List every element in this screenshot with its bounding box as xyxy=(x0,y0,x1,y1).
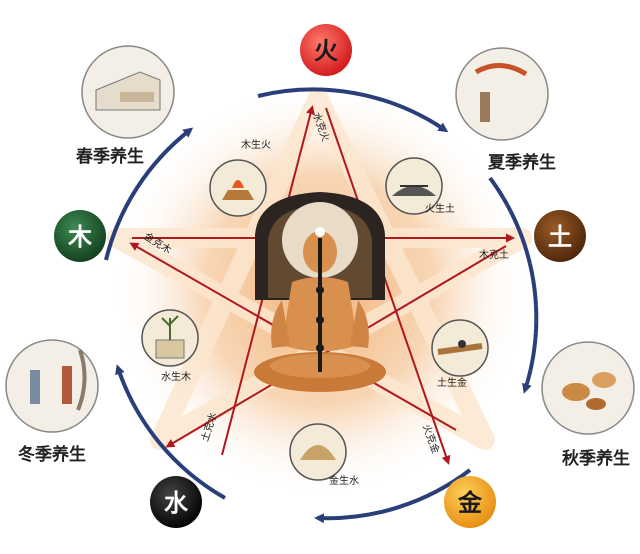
cycle-arrow-water-wood xyxy=(115,364,226,500)
vignette-metal-water xyxy=(289,423,347,481)
element-metal: 金 xyxy=(444,476,496,528)
element-water-circle xyxy=(150,476,202,528)
season-label-summer: 夏季养生 xyxy=(488,152,556,173)
season-label-winter: 冬季养生 xyxy=(18,444,86,465)
meditating-figure xyxy=(254,192,386,392)
element-fire: 火 xyxy=(300,24,352,76)
cycle-arrow-earth-metal xyxy=(488,176,539,394)
season-image-winter xyxy=(5,339,99,433)
element-water: 水 xyxy=(150,476,202,528)
cycle-arrow-metal-water xyxy=(314,468,472,524)
arrow-fire-metal xyxy=(325,107,451,465)
vignette-wood-fire xyxy=(209,159,267,217)
label-water-wood: 水生木 xyxy=(161,370,191,383)
element-earth-circle xyxy=(534,210,586,262)
label-metal-water: 金生水 xyxy=(329,474,359,487)
cycle-arrow-wood-fire xyxy=(104,127,194,261)
label-wood-fire: 木生火 xyxy=(241,138,271,151)
season-image-spring xyxy=(81,45,175,139)
element-fire-label: 火 xyxy=(314,36,338,65)
season-label-autumn: 秋季养生 xyxy=(562,448,630,469)
cycle-arrow-fire-earth xyxy=(257,87,449,133)
label-earth-metal: 土生金 xyxy=(437,376,467,389)
vignette-water-wood xyxy=(141,309,199,367)
vignette-earth-metal xyxy=(431,319,489,377)
vignette-fire-earth xyxy=(385,157,443,215)
element-wood: 木 xyxy=(54,210,106,262)
element-earth: 土 xyxy=(534,210,586,262)
element-metal-circle xyxy=(444,476,496,528)
season-label-spring: 春季养生 xyxy=(76,146,144,167)
element-fire-circle xyxy=(300,24,352,76)
element-metal-label: 金 xyxy=(457,488,483,517)
element-earth-label: 土 xyxy=(548,222,572,251)
element-water-label: 水 xyxy=(164,488,189,517)
generating-cycle xyxy=(104,87,539,524)
label-fire-earth: 火生土 xyxy=(425,202,455,215)
element-wood-circle xyxy=(54,210,106,262)
label-wood-earth: 木克土 xyxy=(479,248,509,261)
season-image-summer xyxy=(455,47,549,141)
element-wood-label: 木 xyxy=(67,222,93,251)
season-image-autumn xyxy=(541,341,635,435)
